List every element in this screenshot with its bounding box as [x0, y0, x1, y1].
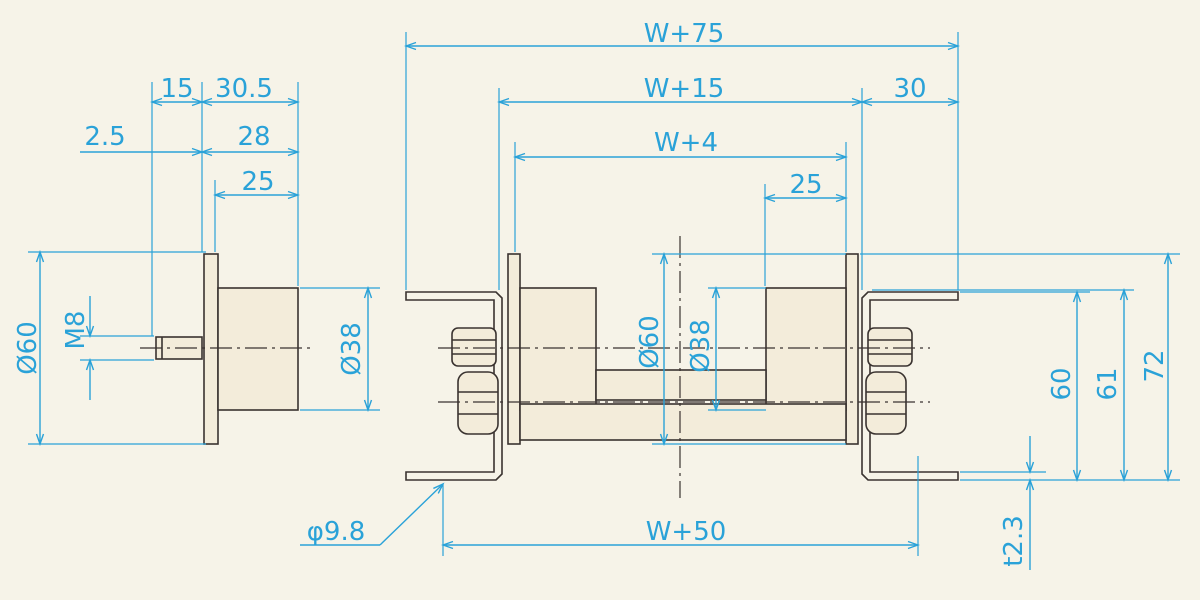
label-28: 28 — [237, 122, 270, 152]
side-view-flange — [203, 253, 219, 445]
label-m8: M8 — [61, 311, 91, 350]
front-view: W+75 W+15 30 W+4 25 W+50 φ9.8 Ø60 Ø38 60… — [300, 19, 1180, 570]
right-nut-assembly — [865, 327, 913, 435]
label-60: 60 — [1047, 367, 1077, 400]
label-30-5: 30.5 — [215, 74, 273, 104]
label-phi60-center: Ø60 — [635, 315, 665, 369]
label-w75: W+75 — [644, 19, 725, 49]
right-roller-flange — [845, 253, 859, 445]
left-roller-flange — [507, 253, 521, 445]
right-bracket — [861, 291, 959, 481]
label-25-right: 25 — [789, 170, 822, 200]
label-2-5: 2.5 — [84, 122, 125, 152]
roller-tube — [595, 369, 767, 401]
label-phi38-left: Ø38 — [337, 322, 367, 376]
right-roller-hub — [765, 287, 847, 411]
left-nut-assembly — [451, 327, 499, 435]
label-phi60-left: Ø60 — [13, 321, 43, 375]
label-61: 61 — [1093, 367, 1123, 400]
label-w15: W+15 — [644, 74, 725, 104]
label-t2-3: t2.3 — [999, 515, 1029, 567]
left-bracket — [405, 291, 503, 481]
roller-body — [519, 403, 847, 441]
leader-phi9-8 — [379, 484, 443, 546]
label-phi9-8: φ9.8 — [307, 517, 366, 547]
label-w4: W+4 — [654, 128, 718, 158]
label-72: 72 — [1140, 349, 1170, 382]
left-roller-hub — [519, 287, 597, 411]
side-view: 15 30.5 2.5 28 25 Ø60 M8 Ø38 — [13, 74, 380, 444]
label-25-left: 25 — [241, 167, 274, 197]
label-15: 15 — [160, 74, 193, 104]
side-view-hub — [217, 287, 299, 411]
label-phi38-center: Ø38 — [686, 319, 716, 373]
label-w50: W+50 — [646, 517, 727, 547]
label-30: 30 — [893, 74, 926, 104]
